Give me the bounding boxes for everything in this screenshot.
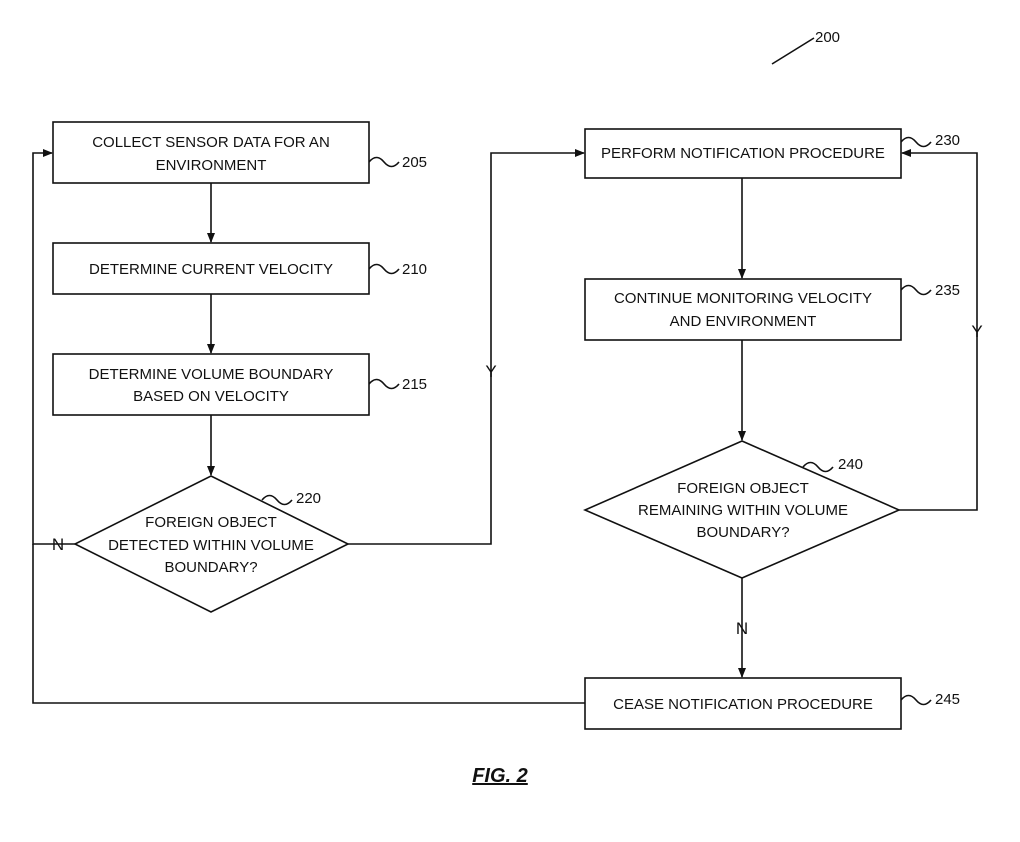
step-215-box	[52, 353, 370, 416]
step-245-line1: CEASE NOTIFICATION PROCEDURE	[613, 696, 873, 713]
figure-number-leader	[771, 37, 815, 65]
decision-220-line2: DETECTED WITHIN VOLUME	[108, 537, 314, 554]
figure-number: 200	[815, 29, 840, 46]
step-210-line1: DETERMINE CURRENT VELOCITY	[89, 261, 333, 278]
decision-240-line2: REMAINING WITHIN VOLUME	[638, 502, 848, 519]
step-215-line1: DETERMINE VOLUME BOUNDARY	[89, 366, 334, 383]
ref-leader-210	[368, 263, 400, 275]
arrow-220-yes-to-230	[348, 149, 585, 545]
branch-label-240-no: N	[736, 619, 748, 638]
step-215-ref: 215	[402, 376, 427, 393]
step-215-line2: BASED ON VELOCITY	[133, 388, 289, 405]
decision-220-ref: 220	[296, 490, 321, 507]
step-210-ref: 210	[402, 261, 427, 278]
step-235-box	[584, 278, 902, 341]
step-235-ref: 235	[935, 282, 960, 299]
arrow-220-no-to-205	[32, 149, 75, 545]
ref-leader-240	[802, 461, 834, 473]
ref-leader-245	[900, 694, 932, 706]
decision-240-line3: BOUNDARY?	[696, 524, 789, 541]
arrow-240-yes-to-230	[899, 149, 978, 511]
branch-label-240-yes: Y	[971, 322, 982, 341]
decision-220-line3: BOUNDARY?	[164, 559, 257, 576]
line-245-to-loop	[32, 544, 585, 704]
ref-leader-230	[900, 136, 932, 148]
branch-label-220-no: N	[52, 535, 64, 554]
step-245-ref: 245	[935, 691, 960, 708]
step-235-line1: CONTINUE MONITORING VELOCITY	[614, 290, 872, 307]
decision-240-ref: 240	[838, 456, 863, 473]
branch-label-220-yes: Y	[485, 362, 496, 381]
step-235-line2: AND ENVIRONMENT	[670, 313, 817, 330]
ref-leader-215	[368, 378, 400, 390]
ref-leader-235	[900, 284, 932, 296]
step-205-line2: ENVIRONMENT	[156, 157, 267, 174]
ref-leader-220	[261, 494, 293, 506]
step-205-line1: COLLECT SENSOR DATA FOR AN	[92, 134, 330, 151]
step-230-line1: PERFORM NOTIFICATION PROCEDURE	[601, 145, 885, 162]
decision-220-line1: FOREIGN OBJECT	[145, 514, 277, 531]
step-230-ref: 230	[935, 132, 960, 149]
decision-220-diamond	[73, 475, 350, 613]
figure-caption: FIG. 2	[472, 765, 528, 787]
ref-leader-205	[368, 156, 400, 168]
decision-240-line1: FOREIGN OBJECT	[677, 480, 809, 497]
step-205-ref: 205	[402, 154, 427, 171]
